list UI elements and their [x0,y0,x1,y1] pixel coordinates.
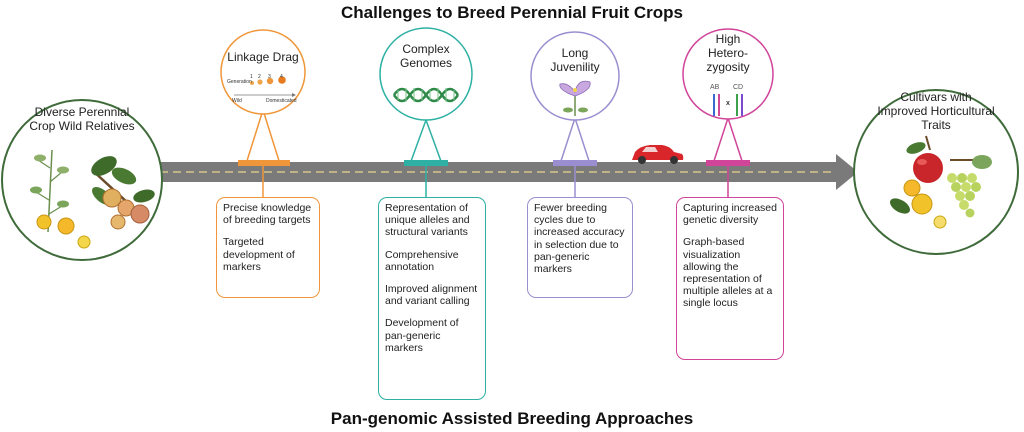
inset-parent-b: CD [733,84,744,91]
approach-point: Capturing increased genetic diversity [683,202,777,227]
left-node-label: Diverse Perennial Crop Wild Relatives [29,105,135,133]
top-title: Challenges to Breed Perennial Fruit Crop… [341,3,683,22]
challenge-complex-genomes-pin [379,27,473,198]
right-node-label: Cultivars with Improved Horticultural Tr… [877,90,995,132]
approach-point: Graph-based visualization allowing the r… [683,236,773,310]
inset-wild-label: Wild [232,98,242,104]
approach-point: Comprehensive annotation [385,248,459,273]
approach-box-long-juvenility: Fewer breeding cycles due to increased a… [527,197,633,298]
inset-gen-4: 4 [280,74,283,80]
challenge-title-linkage-drag: Linkage Drag [227,50,299,64]
approach-point: Representation of unique alleles and str… [385,202,470,239]
challenge-high-heterozygosity-pin [682,28,774,198]
inset-parent-a: AB [710,84,720,91]
approach-box-complex-genomes: Representation of unique alleles and str… [378,197,486,400]
inset-cross-symbol: x [726,100,730,107]
inset-gen-3: 3 [268,74,271,80]
approach-point: Improved alignment and variant calling [385,283,478,308]
approach-box-high-heterozygosity: Capturing increased genetic diversity Gr… [676,197,784,360]
inset-domesticated-label: Domesticated [266,98,297,104]
inset-gen-1: 1 [250,74,253,80]
road-arrow-head [836,154,858,190]
inset-gen-2: 2 [258,74,261,80]
challenge-title-complex-genomes: Complex Genomes [399,42,453,70]
inset-generation-label: Generation [227,79,252,85]
bottom-title: Pan-genomic Assisted Breeding Approaches [330,409,694,428]
approach-point: Development of pan-generic markers [385,317,459,354]
challenge-linkage-drag-pin [220,29,306,198]
car-icon [632,145,684,164]
approach-point: Targeted development of markers [223,236,295,273]
challenge-title-long-juvenility: Long Juvenility [550,46,600,74]
approach-point: Precise knowledge of breeding targets [223,202,312,227]
challenge-long-juvenility-pin [530,31,620,198]
approach-box-linkage-drag: Precise knowledge of breeding targets Ta… [216,197,320,298]
wild-fruit-illustration [30,149,155,249]
challenge-title-high-heterozygosity: High Hetero-zygosity [706,32,750,74]
approach-point: Fewer breeding cycles due to increased a… [534,202,625,276]
cultivar-fruit-illustration [890,135,992,229]
